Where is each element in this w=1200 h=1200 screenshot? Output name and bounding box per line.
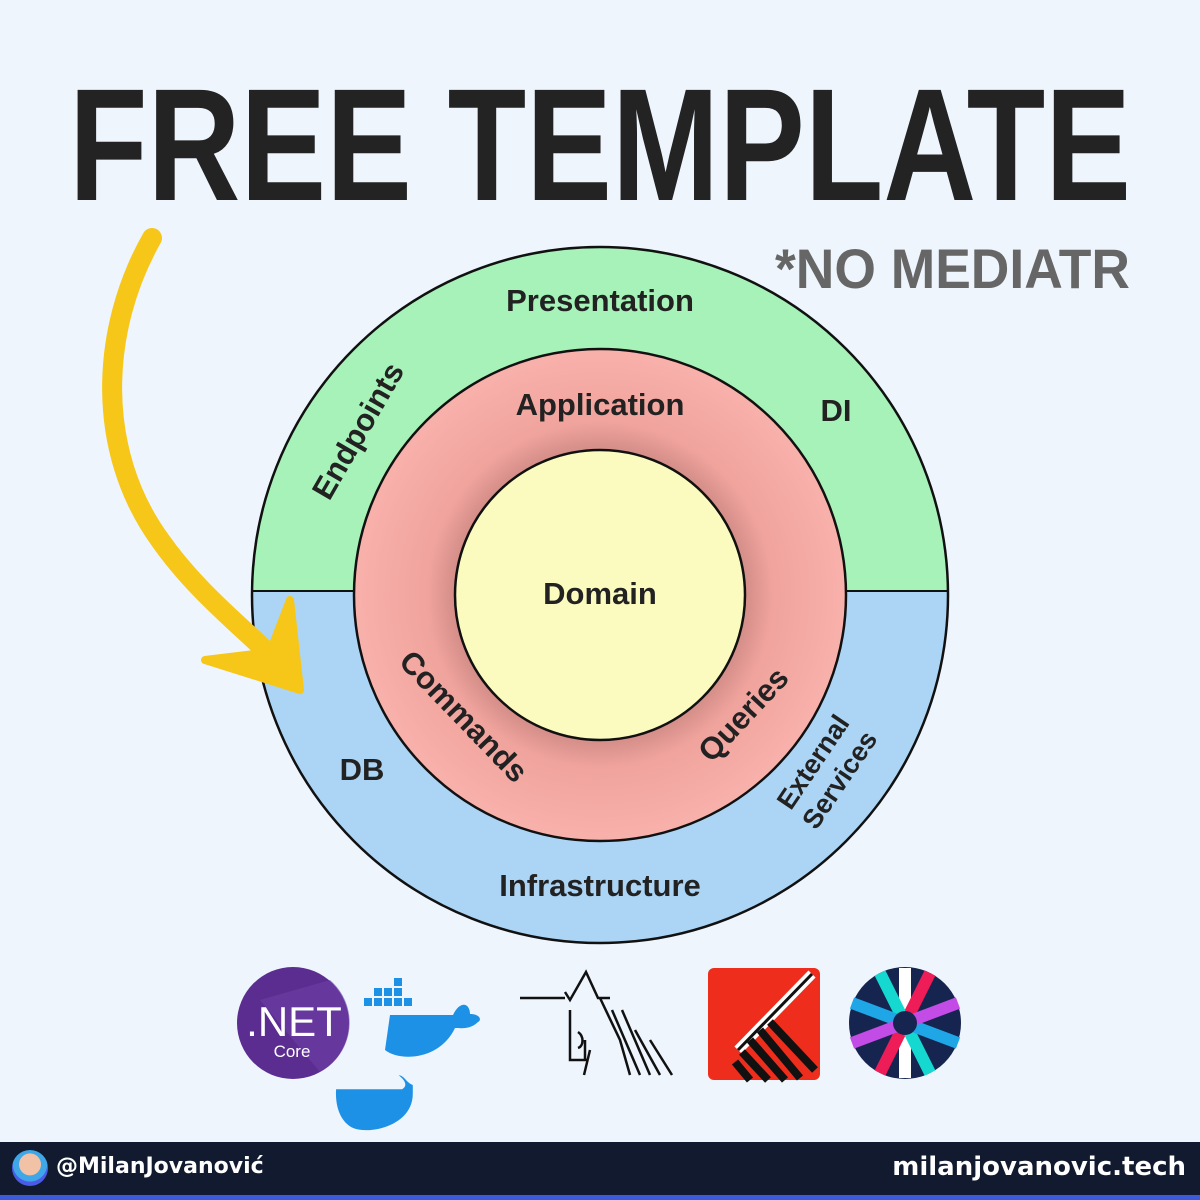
- author-handle[interactable]: @MilanJovanović: [56, 1154, 264, 1179]
- wheel-logo: [849, 967, 961, 1079]
- arrow-icon: [102, 228, 304, 694]
- svg-text:Core: Core: [274, 1042, 311, 1061]
- domain-label: Domain: [543, 576, 657, 611]
- outer-ring-border: [250, 245, 950, 945]
- unicorn-logo: [520, 969, 674, 1076]
- website-link[interactable]: milanjovanovic.tech: [892, 1152, 1186, 1182]
- domain-layer: [453, 448, 747, 742]
- application-label: Application: [516, 387, 685, 422]
- page-title: FREE TEMPLATE: [69, 55, 1131, 234]
- avatar: [12, 1150, 48, 1186]
- dotnet-core-logo: .NET Core: [237, 967, 350, 1079]
- svg-text:.NET: .NET: [246, 998, 342, 1045]
- docker-logo: [335, 978, 480, 1131]
- di-label: DI: [821, 393, 852, 428]
- presentation-label: Presentation: [506, 283, 694, 318]
- needle-logo: [708, 968, 820, 1083]
- subtitle: *NO MEDIATR: [775, 237, 1130, 300]
- infrastructure-label: Infrastructure: [499, 868, 701, 903]
- footer-accent-line: [0, 1195, 1200, 1200]
- footer: @MilanJovanović milanjovanovic.tech: [0, 1142, 1200, 1195]
- db-label: DB: [340, 752, 385, 787]
